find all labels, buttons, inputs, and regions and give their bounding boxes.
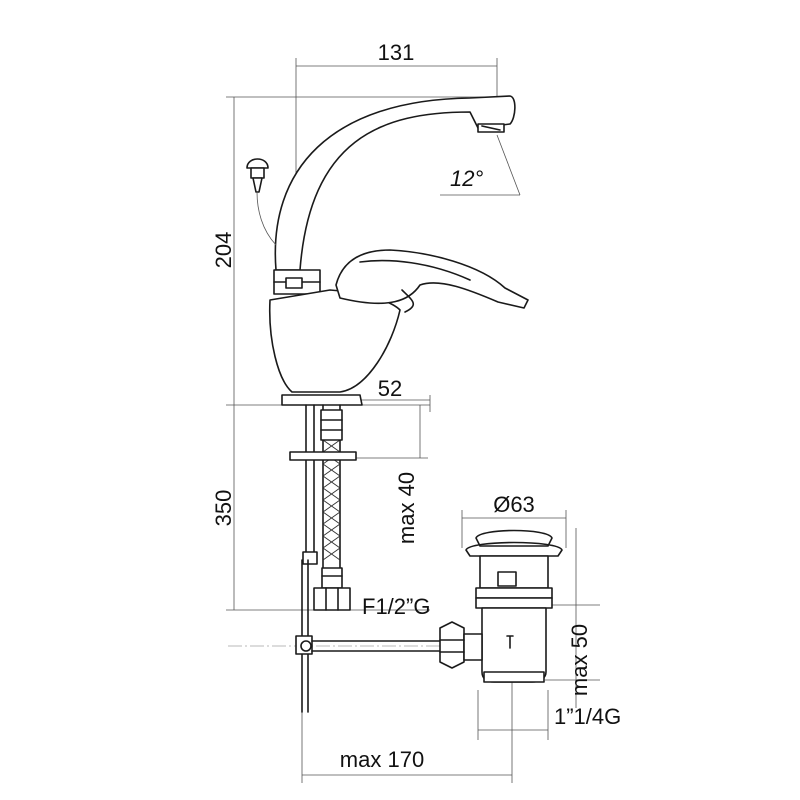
supply-hoses <box>289 404 357 713</box>
waste-cap <box>475 529 553 547</box>
connector-nut <box>439 621 465 669</box>
dim-max-rod: max 170 <box>340 747 424 772</box>
dim-spout-reach: 131 <box>378 40 415 65</box>
dim-height: 204 <box>211 232 236 269</box>
dim-base-diameter: 52 <box>378 376 402 401</box>
spout <box>274 95 516 271</box>
waste-body <box>481 607 547 683</box>
lever-handle <box>335 249 529 309</box>
linkage-rod <box>300 640 441 652</box>
dim-hose-length: 350 <box>211 490 236 527</box>
popup-knob <box>246 158 277 246</box>
dim-max-thickness: max 40 <box>394 472 419 544</box>
dim-waste-thread: 1”1/4G <box>554 704 621 729</box>
dimension-lines <box>226 58 600 783</box>
popup-waste <box>439 529 563 683</box>
base-plate <box>281 394 363 406</box>
faucet-body <box>246 95 529 406</box>
dim-connection-thread: F1/2”G <box>362 594 430 619</box>
dim-max-waste-height: max 50 <box>567 624 592 696</box>
dim-angle: 12° <box>450 166 483 191</box>
dimension-labels: 131 12° 204 52 350 max 40 Ø63 F1/2”G max… <box>211 40 621 772</box>
dim-waste-diameter: Ø63 <box>493 492 535 517</box>
